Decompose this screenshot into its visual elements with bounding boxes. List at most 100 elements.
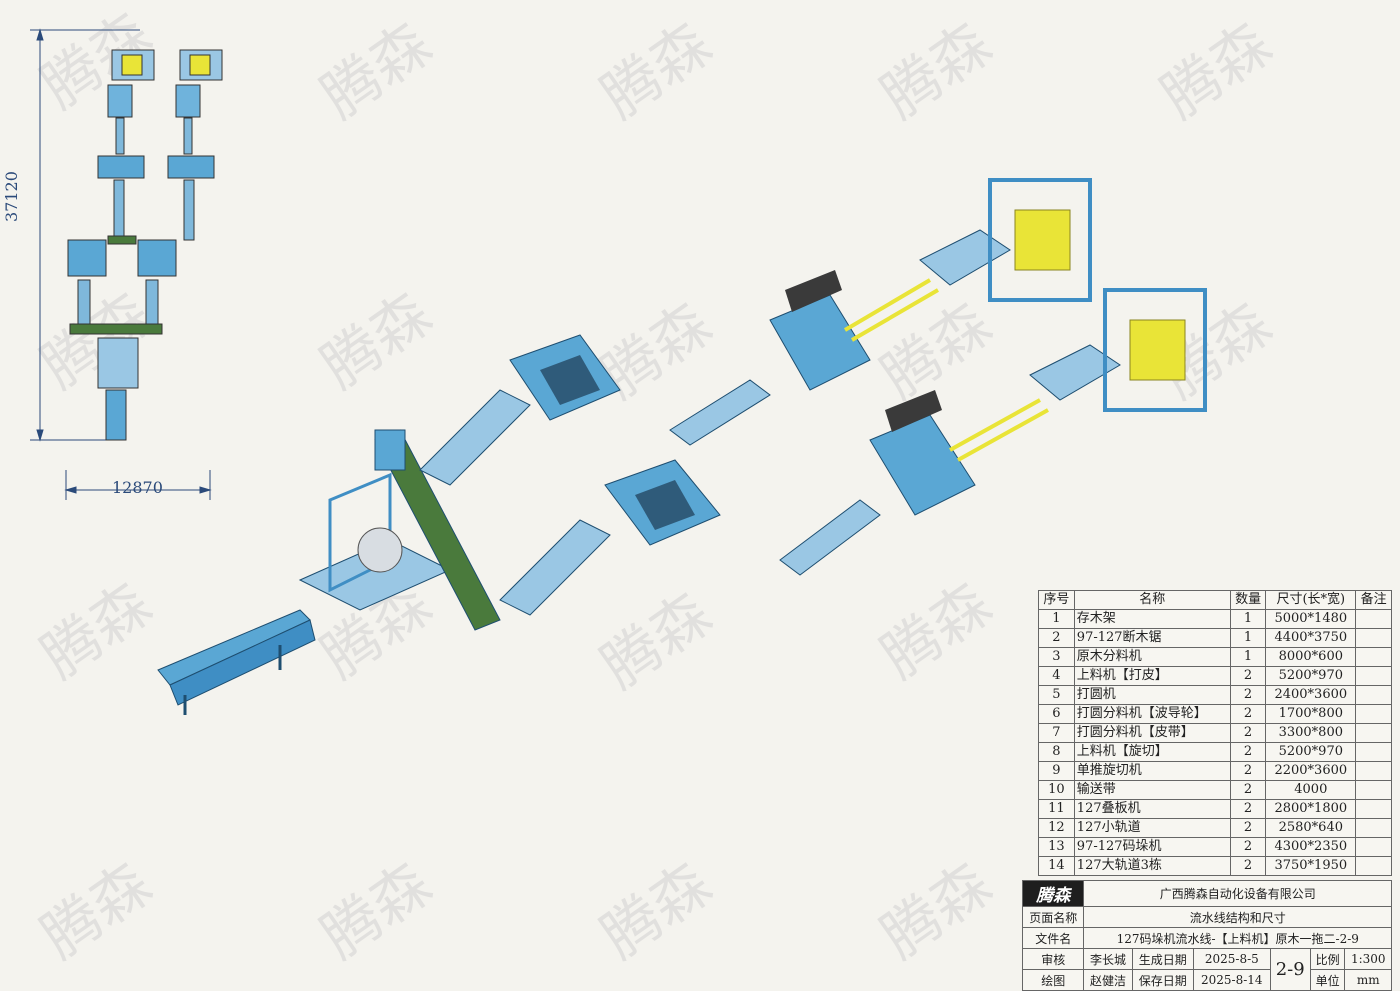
bom-header-cell: 序号 xyxy=(1038,590,1075,610)
bom-cell: 2 xyxy=(1229,761,1267,781)
watermark: 腾森 xyxy=(309,849,443,971)
unit-label: 单位 xyxy=(1309,969,1346,991)
bom-cell: 输送带 xyxy=(1073,780,1231,800)
bom-cell: 127叠板机 xyxy=(1073,799,1231,819)
bom-cell: 3750*1950 xyxy=(1265,856,1357,876)
scale-label: 比例 xyxy=(1309,948,1346,970)
bom-cell: 10 xyxy=(1038,780,1075,800)
bom-cell: 97-127码垛机 xyxy=(1073,837,1231,857)
stacker-lower xyxy=(1029,288,1207,412)
bom-cell: 2 xyxy=(1229,837,1267,857)
bom-cell: 存木架 xyxy=(1073,609,1231,629)
bom-cell: 2 xyxy=(1229,818,1267,838)
stacker-right xyxy=(167,49,223,241)
watermark: 腾森 xyxy=(309,9,443,131)
drawn-label: 绘图 xyxy=(1021,969,1085,991)
bom-cell: 5000*1480 xyxy=(1265,609,1357,629)
file-name: 127码垛机流水线-【上料机】原木一拖二-2-9 xyxy=(1083,927,1392,949)
bom-cell: 2 xyxy=(1229,685,1267,705)
reviewer: 李长城 xyxy=(1083,948,1133,970)
rounding-machine-upper xyxy=(509,334,621,421)
bom-cell: 2580*640 xyxy=(1265,818,1357,838)
bom-cell xyxy=(1355,780,1392,800)
bom-cell xyxy=(1355,837,1392,857)
bom-cell xyxy=(1355,818,1392,838)
bom-cell xyxy=(1355,799,1392,819)
bom-cell xyxy=(1355,742,1392,762)
bom-header-cell: 数量 xyxy=(1229,590,1267,610)
bom-cell xyxy=(1355,609,1392,629)
bom-cell: 8 xyxy=(1038,742,1075,762)
rotary-feeder-lower xyxy=(779,499,881,576)
drawer: 赵健洁 xyxy=(1083,969,1133,991)
drawing-number: 2-9 xyxy=(1269,948,1311,991)
bom-header-cell: 尺寸(长*宽) xyxy=(1265,590,1357,610)
rounding-machine-lower xyxy=(604,459,721,546)
conveyor-belt-upper xyxy=(843,278,940,342)
company-name: 广西腾森自动化设备有限公司 xyxy=(1083,880,1392,907)
page-name-label: 页面名称 xyxy=(1021,906,1085,928)
bom-cell: 12 xyxy=(1038,818,1075,838)
bom-cell: 打圆分料机【波导轮】 xyxy=(1073,704,1231,724)
bom-cell: 2 xyxy=(1229,704,1267,724)
dimension-width: 12870 xyxy=(112,478,163,497)
bom-cell: 3300*800 xyxy=(1265,723,1357,743)
bom-cell: 打圆机 xyxy=(1073,685,1231,705)
page-name: 流水线结构和尺寸 xyxy=(1083,906,1392,928)
bom-cell xyxy=(1355,856,1392,876)
bom-cell: 打圆分料机【皮带】 xyxy=(1073,723,1231,743)
created-date: 2025-8-5 xyxy=(1193,948,1271,970)
veneer-lathe-upper xyxy=(769,270,871,391)
stacker-left xyxy=(97,49,155,241)
bom-cell: 2400*3600 xyxy=(1265,685,1357,705)
review-label: 审核 xyxy=(1021,948,1085,970)
watermark: 腾森 xyxy=(589,849,723,971)
bom-cell xyxy=(1355,647,1392,667)
bom-cell: 2 xyxy=(1229,666,1267,686)
bom-cell: 5200*970 xyxy=(1265,742,1357,762)
bom-cell: 2200*3600 xyxy=(1265,761,1357,781)
bom-cell: 127小轨道 xyxy=(1073,818,1231,838)
bom-cell: 11 xyxy=(1038,799,1075,819)
bom-cell: 4400*3750 xyxy=(1265,628,1357,648)
bom-cell: 97-127断木锯 xyxy=(1073,628,1231,648)
bom-cell: 1 xyxy=(1229,628,1267,648)
bom-cell: 14 xyxy=(1038,856,1075,876)
bom-cell: 4 xyxy=(1038,666,1075,686)
log-splitter-conveyor xyxy=(374,429,501,631)
watermark: 腾森 xyxy=(29,849,163,971)
bom-cell xyxy=(1355,723,1392,743)
bom-cell xyxy=(1355,628,1392,648)
unit-value: mm xyxy=(1344,969,1392,991)
bom-cell xyxy=(1355,704,1392,724)
title-block: 腾森 广西腾森自动化设备有限公司 页面名称 流水线结构和尺寸 文件名 127码垛… xyxy=(1021,880,1392,991)
bom-cell: 2 xyxy=(1229,780,1267,800)
top-view-layout xyxy=(30,28,223,500)
saved-date: 2025-8-14 xyxy=(1193,969,1271,991)
bom-cell: 7 xyxy=(1038,723,1075,743)
bom-cell: 8000*600 xyxy=(1265,647,1357,667)
bom-cell xyxy=(1355,666,1392,686)
rotary-feeder-upper xyxy=(669,379,771,446)
created-label: 生成日期 xyxy=(1131,948,1195,970)
bom-cell: 单推旋切机 xyxy=(1073,761,1231,781)
bom-cell: 5200*970 xyxy=(1265,666,1357,686)
stacker-upper xyxy=(919,178,1092,302)
bom-cell xyxy=(1355,685,1392,705)
veneer-lathe-lower xyxy=(869,390,976,516)
bom-cell: 127大轨道3栋 xyxy=(1073,856,1231,876)
watermark: 腾森 xyxy=(869,849,1003,971)
